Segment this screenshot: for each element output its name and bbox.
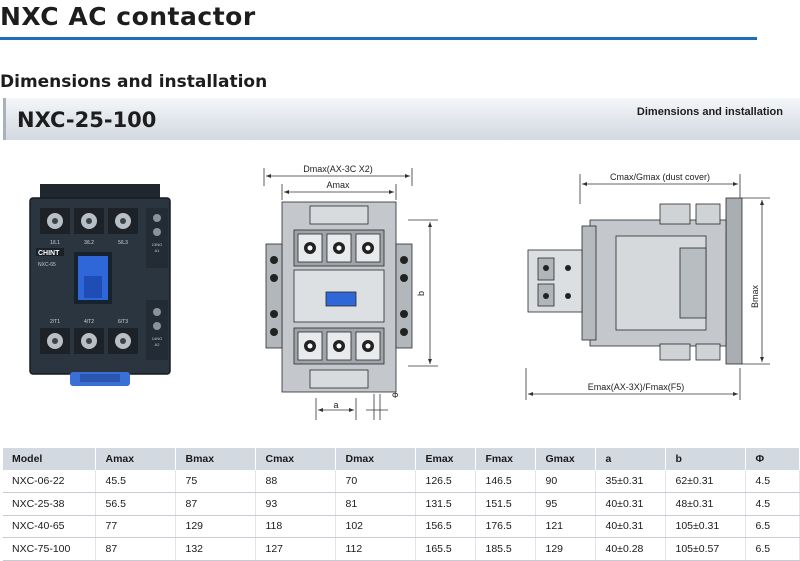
table-cell: 165.5 <box>415 537 476 561</box>
table-cell: 6.5 <box>745 515 800 538</box>
banner-model-title: NXC-25-100 <box>17 108 157 132</box>
table-cell: 81 <box>335 492 416 516</box>
product-model-label: NXC-65 <box>38 262 56 268</box>
table-cell: 75 <box>175 470 256 493</box>
col-header: Emax <box>415 448 476 470</box>
table-cell: 156.5 <box>415 515 476 538</box>
table-cell: 132 <box>175 537 256 561</box>
table-cell: NXC-75-100 <box>3 537 96 561</box>
table-cell: 62±0.31 <box>665 470 746 493</box>
banner-accent-bar <box>3 98 6 140</box>
col-header: Dmax <box>335 448 416 470</box>
table-cell: 87 <box>175 492 256 516</box>
aux-top-label-1: 13NO <box>152 242 162 247</box>
front-view-drawing: Dmax(AX-3C X2) Amax b a Φ <box>263 164 438 420</box>
table-header-row: Model Amax Bmax Cmax Dmax Emax Fmax Gmax… <box>3 448 800 470</box>
a-label: a <box>333 400 338 410</box>
table-cell: 112 <box>335 537 416 561</box>
table-cell: 102 <box>335 515 416 538</box>
table-cell: 88 <box>255 470 336 493</box>
table-cell: 185.5 <box>475 537 536 561</box>
table-cell: 146.5 <box>475 470 536 493</box>
product-photo: 13NO A1 14NO A2 1/L1 3/L2 5/L3 CHINT NXC… <box>29 184 171 386</box>
table-row: NXC-75-100 87 132 127 112 165.5 185.5 12… <box>3 537 800 561</box>
cmax-label: Cmax/Gmax (dust cover) <box>610 172 710 182</box>
table-cell: NXC-40-65 <box>3 515 96 538</box>
table-cell: 56.5 <box>95 492 176 516</box>
banner-section-label: Dimensions and installation <box>636 106 783 118</box>
table-cell: 40±0.28 <box>595 537 666 561</box>
table-cell: 129 <box>175 515 256 538</box>
table-cell: NXC-06-22 <box>3 470 96 493</box>
table-cell: 87 <box>95 537 176 561</box>
aux-top-label-2: A1 <box>155 248 161 253</box>
terminal-label-l3: 5/L3 <box>118 240 128 246</box>
emax-label: Emax(AX-3X)/Fmax(F5) <box>588 382 685 392</box>
table-row: NXC-06-22 45.5 75 88 70 126.5 146.5 90 3… <box>3 470 800 493</box>
table-cell: 4.5 <box>745 492 800 516</box>
aux-bottom-label-1: 14NO <box>152 336 162 341</box>
table-row: NXC-25-38 56.5 87 93 81 131.5 151.5 95 4… <box>3 492 800 516</box>
amax-label: Amax <box>326 180 350 190</box>
table-cell: 4.5 <box>745 470 800 493</box>
table-cell: 93 <box>255 492 336 516</box>
terminal-label-t2: 4/T2 <box>84 319 94 325</box>
table-cell: 105±0.31 <box>665 515 746 538</box>
b-label: b <box>416 291 426 296</box>
table-cell: 126.5 <box>415 470 476 493</box>
table-cell: 118 <box>255 515 336 538</box>
dmax-label: Dmax(AX-3C X2) <box>303 164 373 174</box>
terminal-label-l1: 1/L1 <box>50 240 60 246</box>
col-header: Bmax <box>175 448 256 470</box>
bmax-label: Bmax <box>750 284 760 308</box>
model-banner: NXC-25-100 Dimensions and installation <box>3 98 800 140</box>
title-divider <box>0 37 757 40</box>
col-header: Amax <box>95 448 176 470</box>
page-title: NXC AC contactor <box>0 2 256 31</box>
terminal-label-t1: 2/T1 <box>50 319 60 325</box>
table-cell: 131.5 <box>415 492 476 516</box>
brand-logo: CHINT <box>38 250 60 257</box>
section-title: Dimensions and installation <box>0 72 268 92</box>
terminal-label-l2: 3/L2 <box>84 240 94 246</box>
table-cell: 151.5 <box>475 492 536 516</box>
phi-label: Φ <box>392 391 398 400</box>
table-cell: 40±0.31 <box>595 492 666 516</box>
table-cell: 90 <box>535 470 596 493</box>
table-cell: NXC-25-38 <box>3 492 96 516</box>
table-cell: 129 <box>535 537 596 561</box>
col-header: Fmax <box>475 448 536 470</box>
table-cell: 105±0.57 <box>665 537 746 561</box>
table-cell: 95 <box>535 492 596 516</box>
table-cell: 6.5 <box>745 537 800 561</box>
table-cell: 48±0.31 <box>665 492 746 516</box>
col-header: Model <box>3 448 96 470</box>
table-cell: 77 <box>95 515 176 538</box>
side-view-drawing: Cmax/Gmax (dust cover) Bmax Emax(AX-3X)/… <box>525 172 770 400</box>
col-header: b <box>665 448 746 470</box>
table-cell: 70 <box>335 470 416 493</box>
table-cell: 40±0.31 <box>595 515 666 538</box>
aux-bottom-label-2: A2 <box>155 342 161 347</box>
table-cell: 176.5 <box>475 515 536 538</box>
col-header: Cmax <box>255 448 336 470</box>
col-header: Φ <box>745 448 800 470</box>
dimensions-table: Model Amax Bmax Cmax Dmax Emax Fmax Gmax… <box>3 448 800 561</box>
table-cell: 45.5 <box>95 470 176 493</box>
table-cell: 121 <box>535 515 596 538</box>
col-header: Gmax <box>535 448 596 470</box>
table-row: NXC-40-65 77 129 118 102 156.5 176.5 121… <box>3 515 800 538</box>
table-cell: 127 <box>255 537 336 561</box>
terminal-label-t3: 6/T3 <box>118 319 128 325</box>
table-cell: 35±0.31 <box>595 470 666 493</box>
col-header: a <box>595 448 666 470</box>
